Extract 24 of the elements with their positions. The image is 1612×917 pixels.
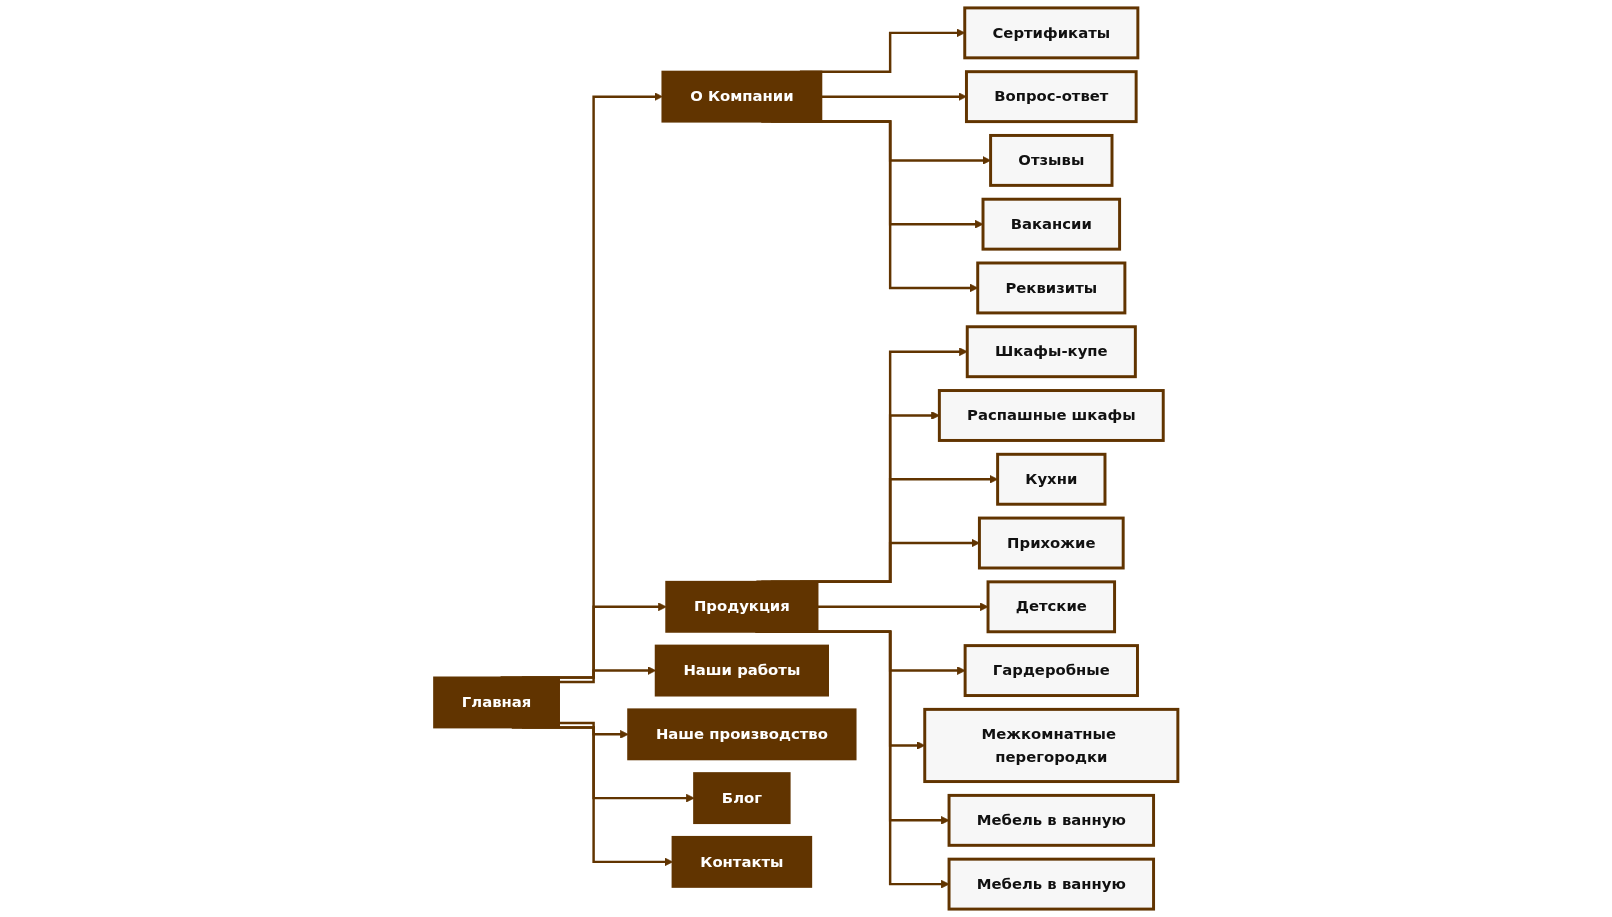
node-box: Главная xyxy=(433,676,560,729)
node-box: Продукция xyxy=(665,580,819,633)
node-box: Контакты xyxy=(671,835,813,888)
node-box: Блог xyxy=(693,772,791,825)
node-box: Вопрос-ответ xyxy=(964,70,1138,124)
node-box: Вакансии xyxy=(981,197,1122,251)
node-box: Наше производство xyxy=(627,708,857,761)
node-box: Шкафы-купе xyxy=(965,325,1137,379)
node-box: О Компании xyxy=(661,70,823,123)
node-box: Межкомнатные перегородки xyxy=(923,707,1180,784)
node-box: Сертификаты xyxy=(963,6,1140,60)
node-box: Наши работы xyxy=(654,644,829,697)
arrow xyxy=(559,721,629,739)
node-box: Прихожие xyxy=(977,516,1125,570)
node-box: Детские xyxy=(986,580,1117,634)
node-box: Гардеробные xyxy=(963,644,1139,698)
arrow xyxy=(821,92,967,101)
node-box: Мебель в ванную xyxy=(947,793,1156,847)
arrow xyxy=(817,602,989,612)
node-box: Отзывы xyxy=(989,133,1114,187)
node-box: Распашные шкафы xyxy=(937,389,1165,442)
node-box: Кухни xyxy=(996,452,1107,506)
node-box: Реквизиты xyxy=(976,261,1127,315)
node-box: Мебель в ванную xyxy=(947,857,1156,911)
